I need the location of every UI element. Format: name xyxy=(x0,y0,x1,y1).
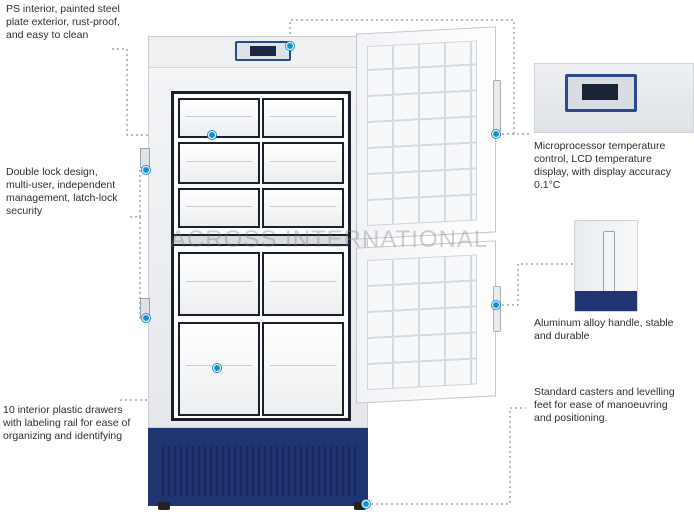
marker-dot-handle xyxy=(492,301,500,309)
connector-casters xyxy=(366,407,526,505)
annotation-ps-interior: PS interior, painted steel plate exterio… xyxy=(6,3,120,41)
drawer-5 xyxy=(178,188,260,228)
connector-lock-top xyxy=(130,169,145,218)
marker-dot-drawer xyxy=(213,364,221,372)
marker-dot-caster xyxy=(362,500,370,508)
drawer-8 xyxy=(262,252,344,316)
drawer-7 xyxy=(178,252,260,316)
inset-panel xyxy=(565,74,637,112)
caster-right xyxy=(354,502,366,510)
lower-door-liner xyxy=(367,254,477,391)
inset-base xyxy=(575,291,637,311)
marker-dot-lock-lower xyxy=(142,314,150,322)
drawer-6 xyxy=(262,188,344,228)
caster-left xyxy=(158,502,170,510)
annotation-drawers: 10 interior plastic drawers with labelin… xyxy=(3,404,131,442)
inset-control-panel xyxy=(534,63,694,133)
marker-dot-lock-upper xyxy=(142,166,150,174)
annotation-microprocessor: Microprocessor temperature control, LCD … xyxy=(534,140,671,191)
freezer-cabinet xyxy=(148,36,368,428)
connector-lock-bottom xyxy=(139,217,145,319)
drawer-4 xyxy=(262,142,344,184)
inset-handle xyxy=(574,220,638,312)
inset-lcd xyxy=(582,84,618,100)
freezer-illustration xyxy=(148,36,368,510)
marker-dot-panel xyxy=(286,42,294,50)
drawer-3 xyxy=(178,142,260,184)
annotation-double-lock: Double lock design, multi-user, independ… xyxy=(6,166,118,217)
lower-door-open xyxy=(356,240,496,404)
door-handle-lower xyxy=(493,286,501,332)
compartment-divider xyxy=(174,234,348,246)
annotation-casters: Standard casters and levelling feet for … xyxy=(534,386,675,424)
base-vent xyxy=(158,446,358,496)
freezer-base xyxy=(148,428,368,506)
upper-door-open xyxy=(356,26,496,240)
drawer-1 xyxy=(178,98,260,138)
connector-panel xyxy=(289,19,530,135)
upper-door-liner xyxy=(367,40,477,227)
annotation-handle: Aluminum alloy handle, stable and durabl… xyxy=(534,317,674,342)
marker-dot-interior xyxy=(208,131,216,139)
drawer-2 xyxy=(262,98,344,138)
watermark: ACROSS INTERNATIONAL xyxy=(170,226,489,253)
connector-handle xyxy=(497,263,574,306)
inset-handle-bar xyxy=(603,231,615,295)
top-band xyxy=(149,37,367,68)
lcd-display xyxy=(250,46,276,56)
marker-dot-door xyxy=(492,130,500,138)
side-lock-upper xyxy=(140,148,150,168)
freezer-interior xyxy=(171,91,351,421)
door-handle-upper xyxy=(493,80,501,132)
drawer-10 xyxy=(262,322,344,416)
control-panel xyxy=(235,41,291,61)
